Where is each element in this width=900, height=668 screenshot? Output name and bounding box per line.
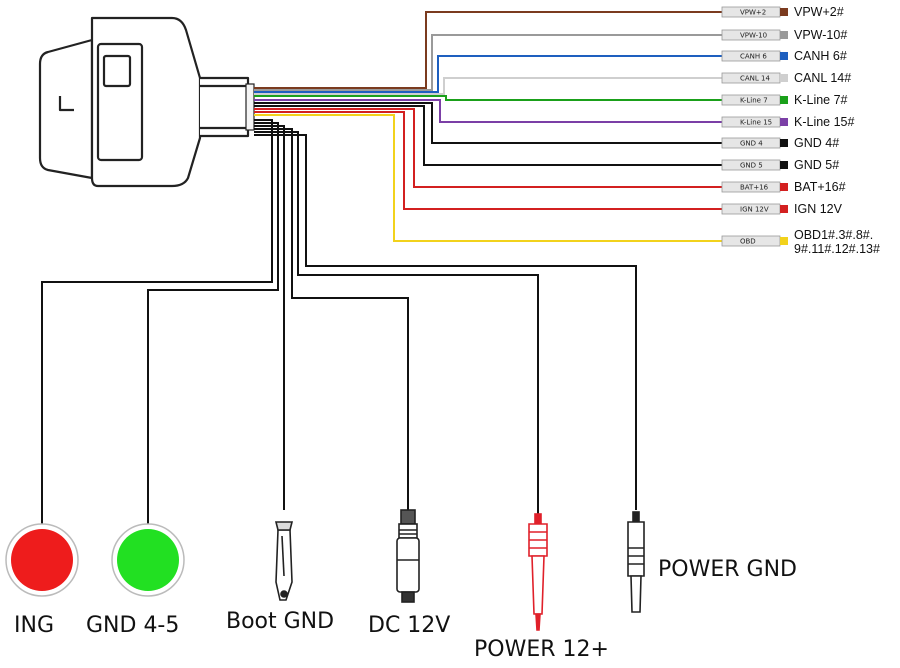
wire-label: IGN 12V (794, 202, 843, 216)
wire-labels: VPW+2# VPW-10# CANH 6# CANL 14# K-Line 7… (794, 5, 880, 256)
wire-label: VPW+2# (794, 5, 844, 19)
red-banana-plug-icon (528, 513, 548, 631)
wire-sleeve: K-Line 7 (721, 94, 788, 106)
obd-connector (38, 16, 250, 188)
terminal-label-gnd: GND 4-5 (86, 613, 179, 638)
wire-label: GND 4# (794, 136, 839, 150)
sleeve-text: CANH 6 (740, 53, 767, 61)
sleeve-text: CANL 14 (740, 75, 770, 83)
wire-label: K-Line 7# (794, 93, 848, 107)
wire-label: BAT+16# (794, 180, 846, 194)
bottom-wires (41, 119, 637, 525)
dc-jack-icon (396, 509, 420, 603)
black-banana-plug-icon (627, 511, 645, 613)
terminal-label-ing: ING (14, 613, 54, 638)
wire-sleeve: VPW-10 (721, 29, 788, 41)
wire-sleeve: CANH 6 (721, 50, 788, 62)
sleeve-text: BAT+16 (740, 184, 769, 192)
wire-label: GND 5# (794, 158, 839, 172)
sleeve-text: GND 5 (740, 162, 763, 170)
wire-sleeve: IGN 12V (721, 203, 788, 215)
wire-sleeve: GND 4 (721, 137, 788, 149)
wire-sleeve: OBD (721, 235, 788, 247)
alligator-clip-icon (274, 521, 294, 601)
terminal-label-boot-gnd: Boot GND (226, 609, 334, 634)
wire-sleeve: BAT+16 (721, 181, 788, 193)
wire-sleeve: GND 5 (721, 159, 788, 171)
red-button-icon (5, 523, 79, 597)
sleeve-text: OBD (740, 238, 756, 246)
sleeve-text: K-Line 7 (740, 97, 768, 105)
cable-sleeve (245, 83, 255, 131)
wire-label: CANH 6# (794, 49, 847, 63)
sleeve-text: VPW-10 (740, 32, 767, 40)
sleeve-text: VPW+2 (740, 9, 766, 17)
sleeve-text: IGN 12V (740, 206, 769, 214)
wire-sleeve: VPW+2 (721, 6, 788, 18)
wire-label: OBD1#.3#.8#. (794, 228, 873, 242)
wire-sleeve: K-Line 15 (721, 116, 788, 128)
right-wires (254, 11, 722, 242)
sleeve-text: K-Line 15 (740, 119, 772, 127)
terminal-label-dc: DC 12V (368, 613, 450, 638)
wire-label: VPW-10# (794, 28, 847, 42)
terminal-label-power-plus: POWER 12+ (474, 637, 609, 662)
wire-label: CANL 14# (794, 71, 851, 85)
green-button-icon (111, 523, 185, 597)
terminal-label-power-gnd: POWER GND (658, 557, 797, 582)
sleeve-text: GND 4 (740, 140, 763, 148)
wire-sleeve: CANL 14 (721, 72, 788, 84)
wire-label: 9#.11#.12#.13# (794, 242, 880, 256)
wire-label: K-Line 15# (794, 115, 855, 129)
